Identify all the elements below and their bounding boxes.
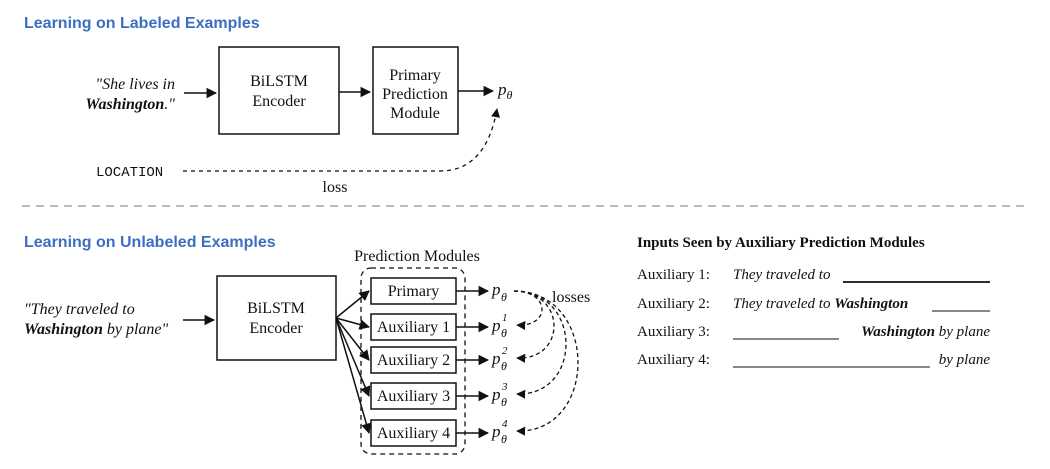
fanout-arrow-0 xyxy=(335,290,370,319)
module-label-4: Auxiliary 4 xyxy=(377,425,450,442)
labeled-gold-label: LOCATION xyxy=(96,165,163,181)
svg-text:3: 3 xyxy=(501,381,508,393)
module-box-1 xyxy=(370,313,457,341)
labeled-section-title: Learning on Labeled Examples xyxy=(24,15,260,32)
labeled-sentence-line1: "She lives in xyxy=(95,76,175,93)
labeled-encoder-line2: Encoder xyxy=(252,93,306,110)
module-label-1: Auxiliary 1 xyxy=(377,319,450,336)
aux-row-label-1: Auxiliary 2: xyxy=(637,296,710,312)
labeled-sentence-line2: Washington." xyxy=(85,96,175,113)
svg-text:θ: θ xyxy=(501,290,507,304)
labeled-encoder-line1: BiLSTM xyxy=(250,73,308,90)
svg-text:p: p xyxy=(491,280,501,299)
aux-row-label-0: Auxiliary 1: xyxy=(637,267,710,283)
unlabeled-encoder-box xyxy=(216,275,337,361)
encoder-fanout-arrows xyxy=(335,290,372,435)
svg-text:θ: θ xyxy=(501,432,507,446)
aux-row-content-2: Washington by plane xyxy=(861,324,990,340)
module-box-3 xyxy=(370,382,457,410)
module-box-0 xyxy=(370,277,457,305)
labeled-loss-arrow xyxy=(183,108,501,172)
unlabeled-encoder-line2: Encoder xyxy=(249,320,303,337)
svg-text:p: p xyxy=(491,385,501,404)
labeled-module-line1: Primary xyxy=(389,67,441,84)
svg-text:p: p xyxy=(491,349,501,368)
svg-text:p: p xyxy=(491,316,501,335)
fanout-arrow-2 xyxy=(335,317,370,361)
unlabeled-sentence-line2: Washington by plane" xyxy=(24,321,169,338)
svg-text:p: p xyxy=(491,422,501,441)
aux-row-content-3: by plane xyxy=(939,352,991,368)
module-label-0: Primary xyxy=(388,283,440,300)
aux-row-content-0: They traveled to xyxy=(733,267,831,283)
unlabeled-section-title: Learning on Unlabeled Examples xyxy=(24,234,276,251)
labeled-output-symbol: pθ xyxy=(497,80,513,102)
fanout-arrow-3 xyxy=(335,317,371,397)
loss-arc-4 xyxy=(513,290,579,436)
svg-text:2: 2 xyxy=(502,345,508,357)
svg-text:θ: θ xyxy=(501,326,507,340)
module-label-2: Auxiliary 2 xyxy=(377,352,450,369)
svg-text:4: 4 xyxy=(502,418,508,430)
labeled-module-line3: Module xyxy=(390,105,440,122)
labeled-loss-label: loss xyxy=(323,179,348,196)
unlabeled-encoder-line1: BiLSTM xyxy=(247,300,305,317)
aux-inputs-rows: Auxiliary 1: They traveled to Auxiliary 2:… xyxy=(637,267,990,368)
labeled-encoder-box xyxy=(218,46,340,135)
module-label-3: Auxiliary 3 xyxy=(377,388,450,405)
loss-arcs xyxy=(513,290,579,436)
prediction-modules-group xyxy=(360,267,466,455)
unlabeled-sentence-line1: "They traveled to xyxy=(24,301,135,318)
aux-row-content-1: They traveled to Washington xyxy=(733,296,908,312)
prediction-modules-label: Prediction Modules xyxy=(354,248,480,265)
svg-text:θ: θ xyxy=(501,359,507,373)
aux-row-label-3: Auxiliary 4: xyxy=(637,352,710,368)
fanout-arrow-1 xyxy=(335,317,371,330)
fanout-arrow-4 xyxy=(335,317,372,435)
losses-label: losses xyxy=(552,289,590,306)
aux-row-label-2: Auxiliary 3: xyxy=(637,324,710,340)
aux-inputs-title: Inputs Seen by Auxiliary Prediction Modu… xyxy=(637,235,925,251)
svg-text:1: 1 xyxy=(502,312,508,324)
labeled-module-line2: Prediction xyxy=(382,86,448,103)
loss-arc-3 xyxy=(513,290,567,399)
labeled-module-box xyxy=(372,46,459,135)
svg-text:θ: θ xyxy=(501,395,507,409)
